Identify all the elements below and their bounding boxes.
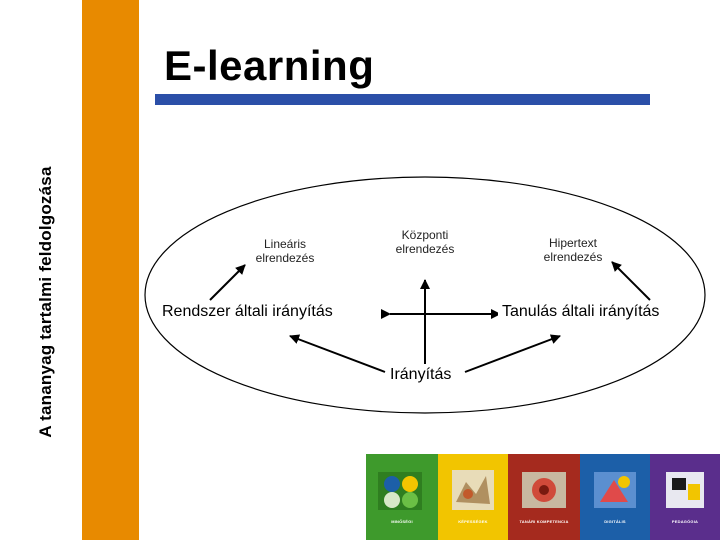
system-control-label: Rendszer általi irányítás (158, 301, 337, 323)
central-line1: Központi (402, 228, 449, 242)
central-layout-label: Központi elrendezés (380, 227, 470, 257)
tile-caption: MINŐSÉGI (366, 519, 438, 524)
map-icon (438, 454, 508, 540)
puzzle-icon (366, 454, 438, 540)
hypertext-line1: Hipertext (549, 236, 597, 250)
hypertext-line2: elrendezés (544, 250, 603, 264)
linear-line1: Lineáris (264, 237, 306, 251)
arrow-to-learning-control (465, 336, 560, 372)
linear-line2: elrendezés (256, 251, 315, 265)
tile-purple: PEDAGÓGIA (650, 454, 720, 540)
arrow-to-hypertext (612, 262, 650, 300)
tile-blue: DIGITÁLIS (580, 454, 650, 540)
tile-caption: KÉPESSÉGEK (438, 519, 508, 524)
tile-caption: DIGITÁLIS (580, 519, 650, 524)
linear-layout-label: Lineáris elrendezés (240, 236, 330, 266)
tile-caption: TANÁRI KOMPETENCIA (508, 519, 580, 524)
notebook-icon (650, 454, 720, 540)
hypertext-layout-label: Hipertext elrendezés (528, 235, 618, 265)
control-label: Irányítás (386, 364, 455, 386)
tile-caption: PEDAGÓGIA (650, 519, 720, 524)
arrow-to-linear (210, 265, 245, 300)
tile-red: TANÁRI KOMPETENCIA (508, 454, 580, 540)
brand-tiles: MINŐSÉGI KÉPESSÉGEK TANÁRI KOMPETENCIA D… (366, 454, 720, 540)
tools-icon (580, 454, 650, 540)
gear-icon (508, 454, 580, 540)
tile-green: MINŐSÉGI (366, 454, 438, 540)
arrow-to-system-control (290, 336, 385, 372)
learning-control-label: Tanulás általi irányítás (498, 301, 663, 323)
tile-yellow: KÉPESSÉGEK (438, 454, 508, 540)
central-line2: elrendezés (396, 242, 455, 256)
